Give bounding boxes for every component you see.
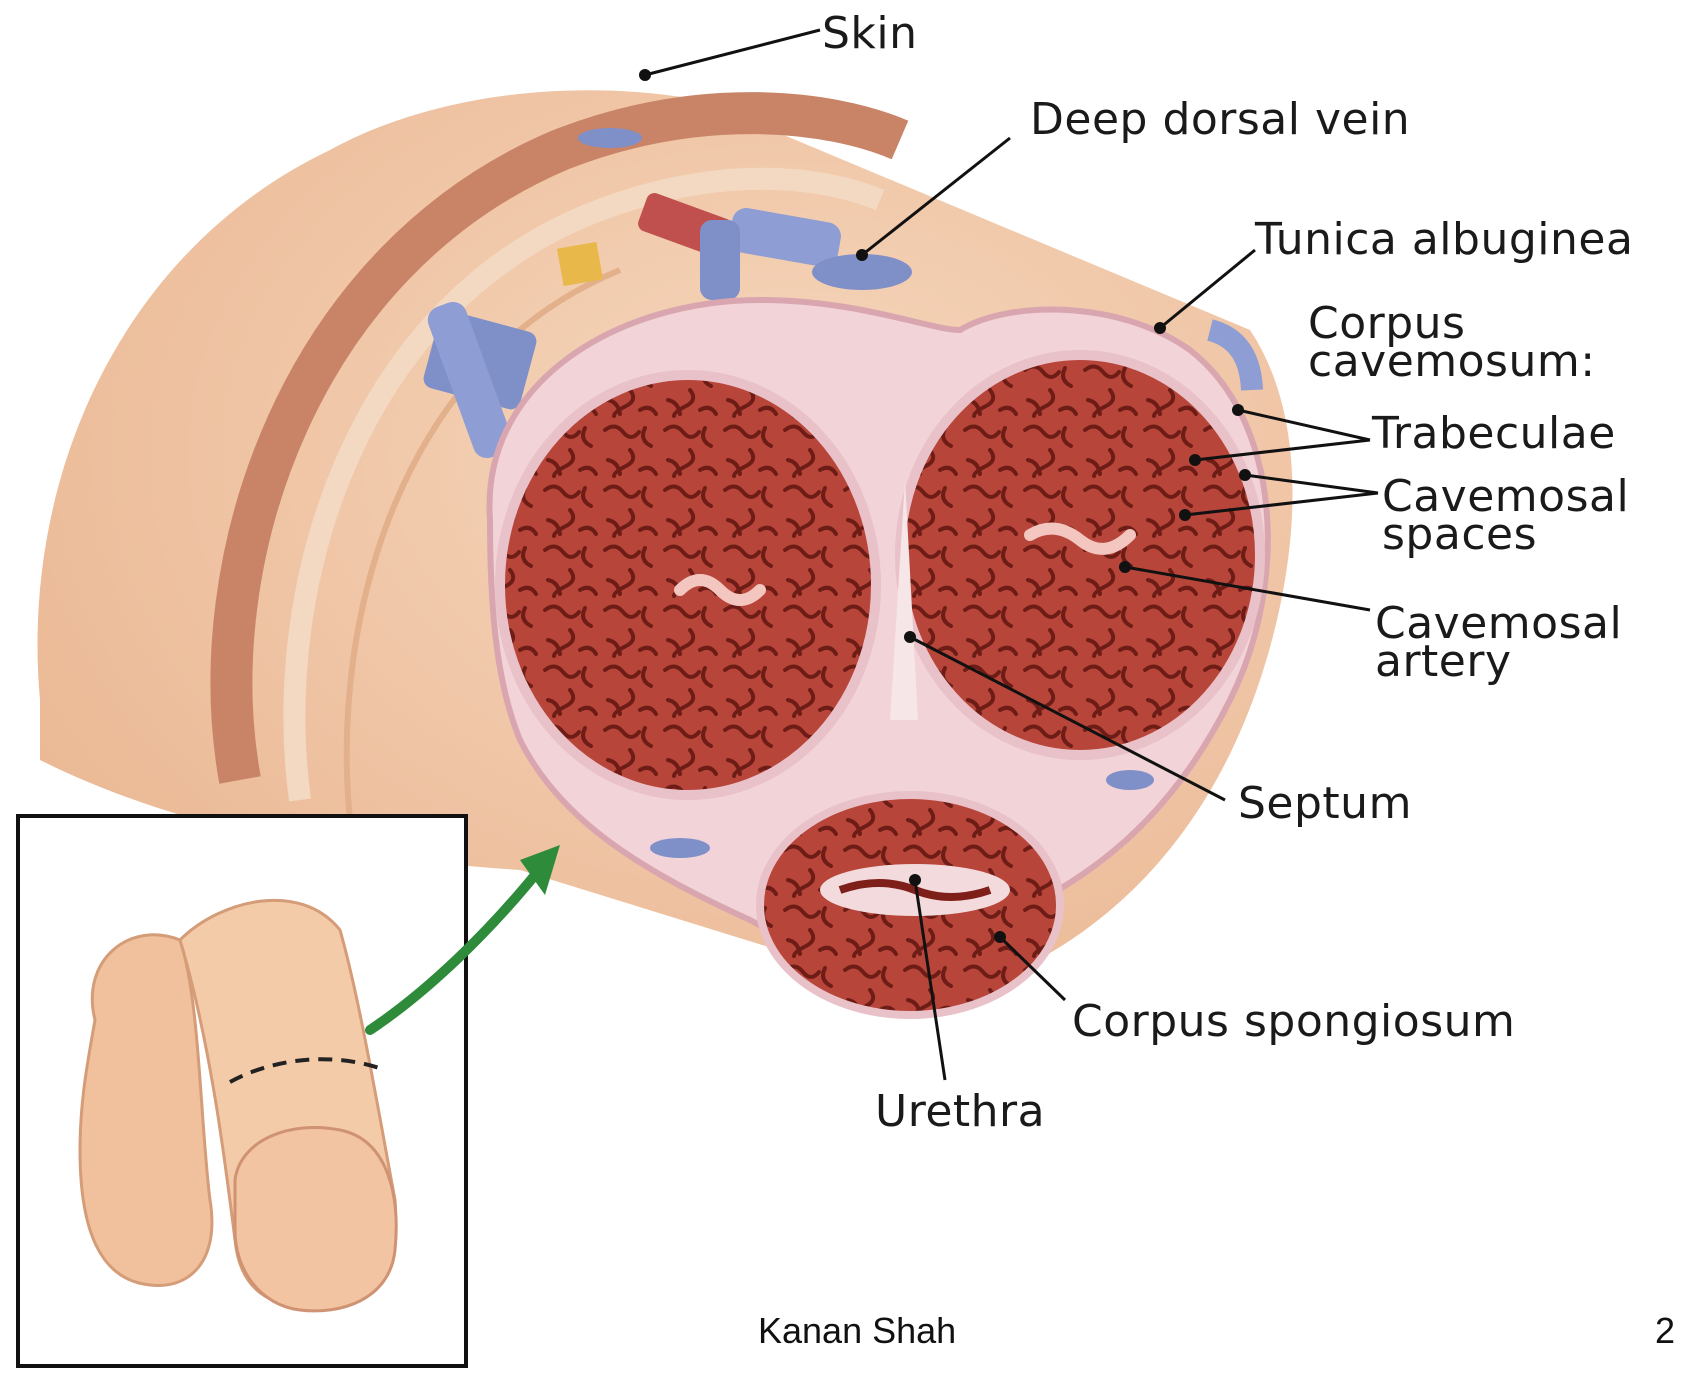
- label-corpus-cavernosum-line2: cavemosum:: [1308, 343, 1596, 381]
- label-corpus-spongiosum: Corpus spongiosum: [1072, 1000, 1515, 1044]
- label-cavernosal-artery: Cavemosal artery: [1375, 605, 1622, 681]
- footer-page-number: 2: [1655, 1310, 1675, 1352]
- inset-external-view: [18, 816, 560, 1366]
- label-corpus-cavernosum: Corpus cavemosum:: [1308, 305, 1596, 381]
- label-cavernosal-spaces: Cavemosal spaces: [1382, 478, 1629, 554]
- label-skin: Skin: [822, 12, 918, 56]
- label-urethra: Urethra: [875, 1090, 1045, 1134]
- corpus-cavernosum-right: [900, 355, 1260, 755]
- footer-author: Kanan Shah: [758, 1310, 956, 1352]
- label-tunica-albuginea: Tunica albuginea: [1255, 218, 1633, 262]
- label-trabeculae: Trabeculae: [1372, 412, 1616, 456]
- label-septum: Septum: [1238, 782, 1412, 826]
- label-deep-dorsal-vein: Deep dorsal vein: [1030, 98, 1410, 142]
- glans-shape: [235, 1127, 396, 1310]
